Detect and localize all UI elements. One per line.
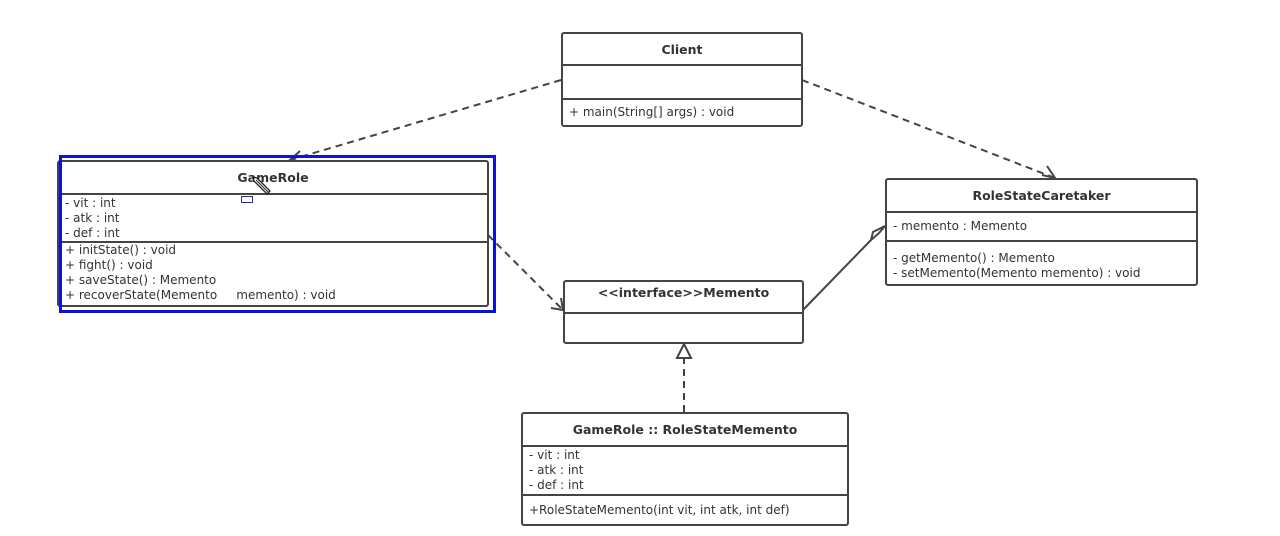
class-name: <<interface>>Memento xyxy=(565,282,802,314)
attribute: - memento : Memento xyxy=(893,219,1028,233)
class-name: RoleStateCaretaker xyxy=(887,180,1196,213)
method: + recoverState(Memento memento) : void xyxy=(65,288,336,302)
pencil-cursor-icon xyxy=(252,176,271,195)
dependency-gamerole-memento xyxy=(487,234,564,311)
text-edit-handle[interactable] xyxy=(241,196,253,203)
class-client[interactable]: Client + main(String[] args) : void xyxy=(561,32,803,127)
selection-outline[interactable] xyxy=(59,155,496,313)
attribute: - def : int xyxy=(65,226,120,240)
method: + initState() : void xyxy=(65,243,177,257)
realization-triangle xyxy=(675,341,693,359)
attribute: - vit : int xyxy=(529,448,580,462)
method: +RoleStateMemento(int vit, int atk, int … xyxy=(529,503,790,517)
class-memento-interface[interactable]: <<interface>>Memento xyxy=(563,280,804,344)
class-rolestatememento[interactable]: GameRole :: RoleStateMemento - vit : int… xyxy=(521,412,849,526)
method: + main(String[] args) : void xyxy=(569,105,735,119)
attribute: - def : int xyxy=(529,478,584,492)
class-name: GameRole :: RoleStateMemento xyxy=(523,414,847,447)
method: + saveState() : Memento xyxy=(65,273,217,287)
arrowhead xyxy=(1041,165,1058,180)
dependency-client-caretaker xyxy=(801,79,1056,179)
methods-section: + main(String[] args) : void xyxy=(563,100,801,120)
attributes-section: - memento : Memento xyxy=(887,213,1196,242)
aggregation-caretaker-memento xyxy=(802,239,872,311)
attributes-section xyxy=(563,66,801,100)
methods-section: +RoleStateMemento(int vit, int atk, int … xyxy=(523,496,847,518)
method: + fight() : void xyxy=(65,258,153,272)
attribute: - vit : int xyxy=(65,196,116,210)
method: - getMemento() : Memento xyxy=(893,251,1055,265)
methods-section: - getMemento() : Memento - setMemento(Me… xyxy=(887,242,1196,281)
aggregation-diamond xyxy=(869,225,886,243)
method: - setMemento(Memento memento) : void xyxy=(893,266,1141,280)
attributes-section: - vit : int - atk : int - def : int xyxy=(523,447,847,496)
class-rolestatecaretaker[interactable]: RoleStateCaretaker - memento : Memento -… xyxy=(885,178,1198,286)
class-gamerole[interactable]: GameRole - vit : int - atk : int - def :… xyxy=(57,160,489,307)
attributes-section: - vit : int - atk : int - def : int xyxy=(59,195,487,243)
class-name: Client xyxy=(563,34,801,66)
attribute: - atk : int xyxy=(65,211,120,225)
methods-section: + initState() : void + fight() : void + … xyxy=(59,243,487,303)
attribute: - atk : int xyxy=(529,463,584,477)
dependency-client-gamerole xyxy=(289,79,562,161)
